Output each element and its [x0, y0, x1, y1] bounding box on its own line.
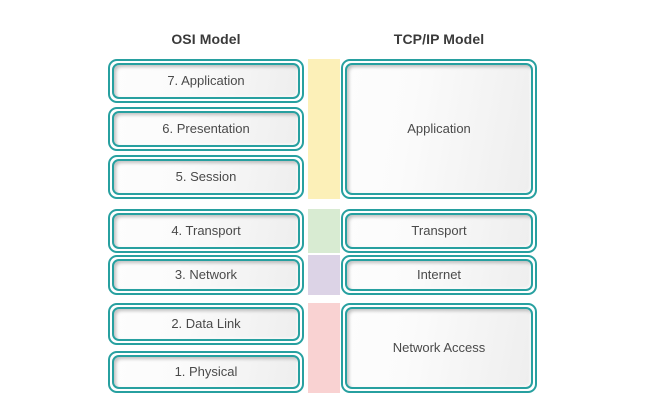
osi-layer-6-presentation-body: 6. Presentation [112, 111, 300, 147]
osi-layer-3-network-label: 3. Network [174, 267, 238, 283]
osi-layer-1-physical[interactable]: 1. Physical [108, 351, 304, 393]
tcpip-layer-network-access-body: Network Access [345, 307, 533, 389]
osi-layer-5-session-body: 5. Session [112, 159, 300, 195]
tcpip-layer-transport-body: Transport [345, 213, 533, 249]
tcpip-layer-application[interactable]: Application [341, 59, 537, 199]
tcpip-layer-network-access-label: Network Access [392, 340, 486, 356]
tcpip-model-column-header: TCP/IP Model [393, 31, 485, 47]
osi-layer-1-physical-label: 1. Physical [174, 364, 238, 380]
osi-layer-4-transport-body: 4. Transport [112, 213, 300, 249]
transport-band [308, 209, 340, 253]
internet-band [308, 255, 340, 295]
tcpip-layer-network-access[interactable]: Network Access [341, 303, 537, 393]
tcpip-layer-transport[interactable]: Transport [341, 209, 537, 253]
osi-layer-2-data-link-label: 2. Data Link [171, 316, 241, 332]
osi-layer-7-application[interactable]: 7. Application [108, 59, 304, 103]
osi-layer-2-data-link-body: 2. Data Link [112, 307, 300, 341]
osi-layer-4-transport-label: 4. Transport [171, 223, 241, 239]
osi-model-column-header: OSI Model [171, 31, 241, 47]
osi-layer-5-session-label: 5. Session [175, 169, 237, 185]
tcpip-layer-application-label: Application [407, 121, 471, 137]
osi-layer-5-session[interactable]: 5. Session [108, 155, 304, 199]
tcpip-layer-internet-body: Internet [345, 259, 533, 291]
osi-layer-3-network-body: 3. Network [112, 259, 300, 291]
tcpip-layer-internet[interactable]: Internet [341, 255, 537, 295]
tcpip-layer-internet-label: Internet [416, 267, 462, 283]
tcpip-layer-transport-label: Transport [411, 223, 467, 239]
osi-layer-3-network[interactable]: 3. Network [108, 255, 304, 295]
tcpip-layer-application-body: Application [345, 63, 533, 195]
osi-layer-1-physical-body: 1. Physical [112, 355, 300, 389]
osi-layer-2-data-link[interactable]: 2. Data Link [108, 303, 304, 345]
osi-layer-6-presentation-label: 6. Presentation [162, 121, 250, 137]
osi-layer-6-presentation[interactable]: 6. Presentation [108, 107, 304, 151]
network-access-band [308, 303, 340, 393]
osi-layer-7-application-body: 7. Application [112, 63, 300, 99]
osi-layer-4-transport[interactable]: 4. Transport [108, 209, 304, 253]
application-band [308, 59, 340, 199]
osi-layer-7-application-label: 7. Application [167, 73, 245, 89]
